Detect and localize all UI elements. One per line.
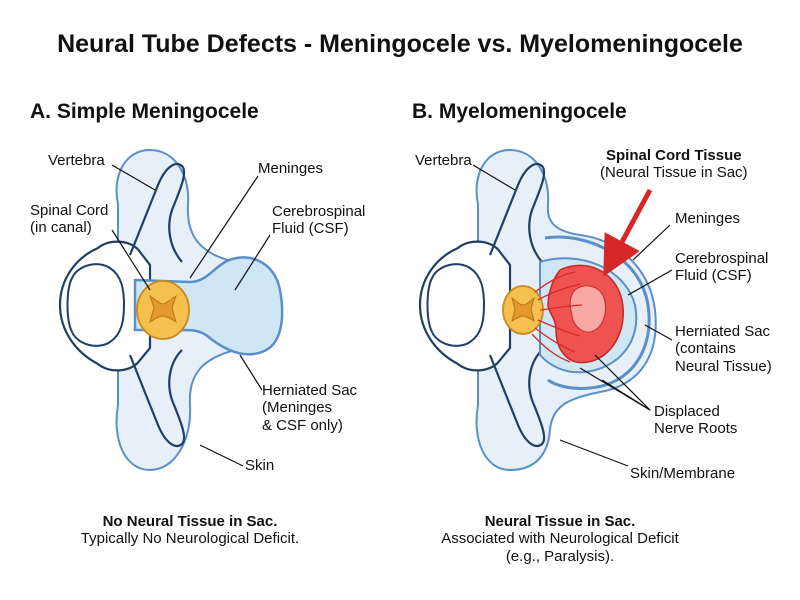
- label-nerve-roots: Displaced Nerve Roots: [654, 403, 737, 438]
- panel-b-title: B. Myelomeningocele: [412, 100, 627, 123]
- label-spinal-cord: Spinal Cord (in canal): [30, 202, 108, 237]
- label-spinal-cord-tissue: Spinal Cord Tissue (Neural Tissue in Sac…: [600, 147, 748, 182]
- vertebral-process-upper: [488, 162, 546, 263]
- page-title: Neural Tube Defects - Meningocele vs. My…: [57, 30, 743, 58]
- label-csf-line1: Cerebrospinal: [272, 203, 366, 220]
- vertebral-process-upper: [128, 162, 186, 263]
- panel-b-caption: Neural Tissue in Sac. Associated with Ne…: [390, 513, 730, 565]
- label-meninges: Meninges: [258, 160, 324, 177]
- label-csf-line2: Fluid (CSF): [272, 220, 349, 238]
- label-sac-line2: (contains: [675, 340, 736, 358]
- label-csf: Cerebrospinal Fluid (CSF): [675, 250, 768, 285]
- vertebral-body: [66, 263, 126, 347]
- label-meninges: Meninges: [675, 210, 741, 227]
- label-sac-line3: & CSF only): [262, 416, 343, 434]
- meningocele-illustration: [58, 148, 284, 472]
- panel-b-caption-line2: (e.g., Paralysis).: [505, 547, 615, 565]
- nerve-roots: [531, 271, 583, 363]
- label-vertebra: Vertebra: [415, 152, 472, 169]
- label-tissue-bold: Spinal Cord Tissue: [605, 147, 742, 164]
- cord-gray-matter: [511, 296, 535, 323]
- label-csf-line2: Fluid (CSF): [675, 267, 752, 285]
- neural-tissue-arrow: [603, 188, 653, 277]
- panel-a-caption-text: Typically No Neurological Deficit.: [80, 530, 300, 548]
- label-csf-line1: Cerebrospinal: [675, 250, 769, 267]
- panel-b-leaders: [472, 164, 673, 467]
- label-vertebra: Vertebra: [48, 152, 105, 169]
- panel-a-caption-bold: No Neural Tissue in Sac.: [102, 513, 278, 530]
- panel-a-caption: No Neural Tissue in Sac. Typically No Ne…: [20, 513, 360, 548]
- panel-b-caption-line1: Associated with Neurological Deficit: [441, 530, 679, 548]
- panel-b-caption-bold: Neural Tissue in Sac.: [484, 513, 636, 530]
- vertebral-process-lower: [488, 349, 546, 448]
- label-skin-membrane: Skin/Membrane: [630, 465, 736, 482]
- label-herniated-sac: Herniated Sac (contains Neural Tissue): [675, 323, 772, 375]
- panel-a-title: A. Simple Meningocele: [30, 100, 259, 123]
- label-roots-line1: Displaced: [654, 403, 720, 420]
- label-skin: Skin: [245, 457, 275, 474]
- panel-a-leaders: [111, 164, 271, 467]
- label-sac-line1: Herniated Sac: [675, 323, 771, 340]
- sac-membrane-outer: [544, 235, 651, 390]
- neural-tissue-inner: [569, 285, 607, 333]
- label-spinal-cord-line1: Spinal Cord: [30, 202, 109, 219]
- label-roots-line2: Nerve Roots: [654, 420, 738, 438]
- vertebral-process-lower: [128, 349, 186, 448]
- cord-gray-matter: [149, 294, 177, 324]
- vertebral-body: [426, 263, 486, 347]
- label-sac-line2: (Meninges: [262, 399, 333, 417]
- label-herniated-sac: Herniated Sac (Meninges & CSF only): [262, 382, 357, 434]
- myelomeningocele-illustration: [418, 148, 657, 472]
- label-spinal-cord-line2: (in canal): [30, 219, 92, 237]
- label-sac-line3: Neural Tissue): [675, 357, 772, 375]
- label-csf: Cerebrospinal Fluid (CSF): [272, 203, 365, 238]
- label-sac-line1: Herniated Sac: [262, 382, 358, 399]
- label-tissue-sub: (Neural Tissue in Sac): [600, 164, 748, 182]
